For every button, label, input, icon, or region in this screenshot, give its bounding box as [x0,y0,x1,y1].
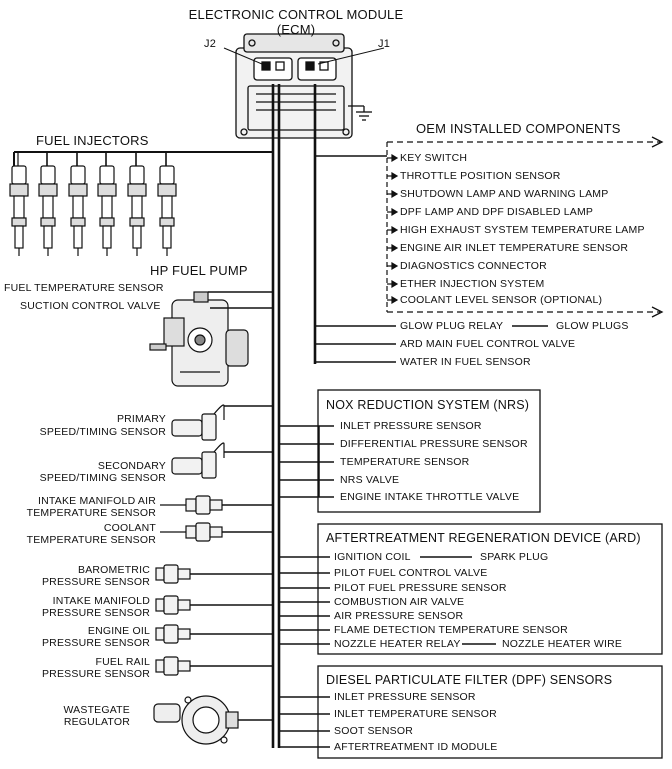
ard-box [317,523,663,655]
ecm-module [235,33,353,139]
left-sensor-wires [190,405,273,721]
barometric-label-1: BAROMETRIC [77,564,150,576]
injector-bus [13,151,273,166]
oem-item: KEY SWITCH [400,152,468,164]
water-in-fuel-label: WATER IN FUEL SENSOR [400,356,531,368]
ignition-coil-label: IGNITION COIL [334,551,411,563]
oem-item: HIGH EXHAUST SYSTEM TEMPERATURE LAMP [400,224,645,236]
dpf-title: DIESEL PARTICULATE FILTER (DPF) SENSORS [326,673,613,687]
j1-label: J1 [378,38,391,50]
j2-label: J2 [204,38,217,50]
oem-item: DPF LAMP AND DPF DISABLED LAMP [400,206,594,218]
fuel-injectors-label: FUEL INJECTORS [36,133,149,148]
pump-wires [208,291,273,309]
fuel-temperature-sensor-label: FUEL TEMPERATURE SENSOR [4,282,164,294]
oem-item: DIAGNOSTICS CONNECTOR [400,260,547,272]
fuel-injectors [9,151,177,257]
ard-item: COMBUSTION AIR VALVE [334,596,465,608]
nrs-item: DIFFERENTIAL PRESSURE SENSOR [340,438,528,450]
oem-item: THROTTLE POSITION SENSOR [400,170,561,182]
nrs-item: NRS VALVE [340,474,400,486]
injector-drops [46,152,167,166]
nrs-item: INLET PRESSURE SENSOR [340,420,482,432]
hp-fuel-pump [149,291,249,387]
ard-item: AIR PRESSURE SENSOR [334,610,464,622]
ard-title: AFTERTREATMENT REGENERATION DEVICE (ARD) [326,531,641,545]
ecm-subtitle: (ECM) [276,22,316,37]
intake-pressure-label-1: INTAKE MANIFOLD [52,595,150,607]
intake-air-temp-label-2: TEMPERATURE SENSOR [26,507,156,519]
main-harness [271,84,317,748]
ard-wires [279,556,496,645]
nrs-item: ENGINE INTAKE THROTTLE VALVE [340,491,520,503]
primary-sensor-label-1: PRIMARY [116,413,166,425]
oil-pressure-label-2: PRESSURE SENSOR [41,637,150,649]
glow-plug-relay-label: GLOW PLUG RELAY [400,320,504,332]
ecm-title: ELECTRONIC CONTROL MODULE [188,7,404,22]
oem-bus [315,136,664,318]
dpf-box [317,665,663,759]
primary-sensor-label-2: SPEED/TIMING SENSOR [39,426,166,438]
oem-item: SHUTDOWN LAMP AND WARNING LAMP [400,188,609,200]
ard-item: PILOT FUEL CONTROL VALVE [334,567,488,579]
ground-icon [348,105,372,121]
dpf-item: INLET TEMPERATURE SENSOR [334,708,497,720]
speed-timing-sensor-icons [171,404,225,479]
dpf-item: AFTERTREATMENT ID MODULE [334,741,498,753]
coolant-temp-label-1: COOLANT [103,522,156,534]
wastegate-regulator-icon [153,695,239,745]
hp-fuel-pump-label: HP FUEL PUMP [150,263,248,278]
temperature-sensor-icons [160,495,223,542]
intake-air-temp-label-1: INTAKE MANIFOLD AIR [38,495,156,507]
connector-leaders [223,47,385,65]
oem-header: OEM INSTALLED COMPONENTS [416,121,621,136]
nozzle-heater-relay-label: NOZZLE HEATER RELAY [334,638,461,650]
dpf-wires [279,696,330,748]
secondary-sensor-label-1: SECONDARY [97,460,166,472]
nrs-title: NOX REDUCTION SYSTEM (NRS) [326,398,530,412]
ard-main-fuel-valve-label: ARD MAIN FUEL CONTROL VALVE [400,338,576,350]
oem-item: ENGINE AIR INLET TEMPERATURE SENSOR [400,242,629,254]
fuel-rail-label-2: PRESSURE SENSOR [41,668,150,680]
nrs-item: TEMPERATURE SENSOR [340,456,470,468]
dpf-item: INLET PRESSURE SENSOR [334,691,476,703]
glow-plugs-label: GLOW PLUGS [556,320,629,332]
pressure-sensor-icons [155,564,191,676]
oil-pressure-label-1: ENGINE OIL [87,625,150,637]
spark-plug-label: SPARK PLUG [480,551,549,563]
coolant-temp-label-2: TEMPERATURE SENSOR [26,534,156,546]
secondary-sensor-label-2: SPEED/TIMING SENSOR [39,472,166,484]
barometric-label-2: PRESSURE SENSOR [41,576,150,588]
suction-control-valve-label: SUCTION CONTROL VALVE [20,300,161,312]
ard-item: PILOT FUEL PRESSURE SENSOR [334,582,507,594]
intake-pressure-label-2: PRESSURE SENSOR [41,607,150,619]
dpf-item: SOOT SENSOR [334,725,414,737]
wastegate-label-2: REGULATOR [63,716,130,728]
nrs-box [317,389,541,513]
oem-item: ETHER INJECTION SYSTEM [400,278,545,290]
direct-wires [315,325,548,363]
oem-arrows [387,153,399,305]
nrs-wires [279,425,334,498]
oem-item: COOLANT LEVEL SENSOR (OPTIONAL) [400,294,603,306]
ard-item: FLAME DETECTION TEMPERATURE SENSOR [334,624,568,636]
nozzle-heater-wire-label: NOZZLE HEATER WIRE [502,638,623,650]
wastegate-label-1: WASTEGATE [63,704,130,716]
fuel-rail-label-1: FUEL RAIL [95,656,150,668]
